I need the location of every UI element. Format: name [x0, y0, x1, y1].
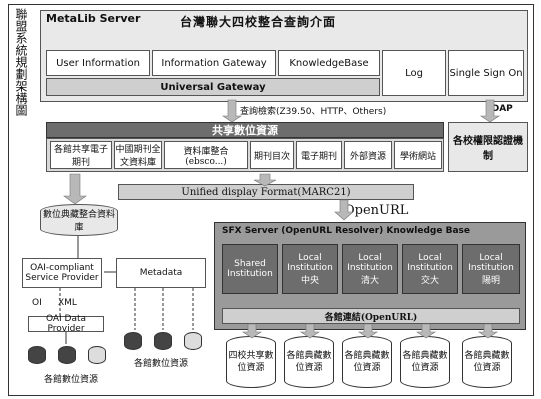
- arrow-openurl: [334, 199, 354, 221]
- arrow-to-cylinder: [63, 173, 87, 205]
- sfx-local-2: Local Institution 清大: [342, 244, 398, 294]
- sfx-title: SFX Server (OpenURL Resolver) Knowledge …: [222, 226, 470, 236]
- sfx-local-3: Local Institution 交大: [402, 244, 458, 294]
- sfx-local-1: Local Institution 中央: [282, 244, 338, 294]
- oai-service-provider: OAI-compliant Service Provider: [22, 258, 102, 288]
- mid-db-3: [184, 332, 202, 350]
- left-db-label: 各館數位資源: [44, 375, 99, 385]
- side-title: 聯盟系統規劃架構圖: [14, 8, 28, 116]
- resource-item-2: 中國期刊全文資料庫: [114, 141, 162, 169]
- openurl-label: OpenURL: [344, 203, 409, 218]
- diagram-frame: [8, 4, 534, 396]
- arrow-gateway-to-resources: [222, 99, 242, 123]
- arrow-label-oi: OI: [32, 298, 42, 308]
- module-single-sign-on: Single Sign On: [448, 50, 524, 96]
- sfx-linking-bar: 各館連結(OpenURL): [222, 308, 520, 324]
- auth-box: 各校權限認證機制: [448, 122, 528, 172]
- module-information-gateway: Information Gateway: [152, 50, 276, 76]
- arrow-ldap: [480, 99, 500, 123]
- resource-item-7: 學術網站: [394, 141, 442, 169]
- shared-resource-bar: 共享數位資源: [46, 122, 444, 138]
- module-log: Log: [382, 50, 446, 96]
- arrow-db-4: [416, 323, 436, 339]
- ldap-label: LDAP: [486, 104, 513, 114]
- mid-db-label: 各館數位資源: [134, 359, 189, 369]
- bottom-db-1: 四校共享數位資源: [226, 336, 276, 388]
- integration-cylinder: 數位典藏整合資料庫: [40, 204, 118, 236]
- module-user-information: User Information: [46, 50, 150, 76]
- resource-item-4: 期刊目次: [250, 141, 294, 169]
- arrow-to-unified: [253, 173, 277, 187]
- oai-data-provider: OAI Data Provider: [28, 314, 104, 334]
- sfx-local-4: Local Institution 陽明: [462, 244, 520, 294]
- arrow-db-2: [300, 323, 320, 339]
- protocol-line: 查詢檢索(Z39.50、HTTP、Others): [240, 107, 387, 117]
- metadata-box: Metadata: [116, 258, 206, 288]
- server-title: MetaLib Server: [46, 12, 141, 25]
- arrow-db-1: [242, 323, 262, 339]
- resource-item-3: 資料庫整合(ebsco...): [164, 141, 248, 169]
- resource-item-1: 各館共享電子期刊: [50, 141, 112, 169]
- center-title: 台灣聯大四校整合查詢介面: [180, 15, 337, 29]
- left-db-1: [28, 346, 46, 364]
- resource-item-6: 外部資源: [344, 141, 392, 169]
- arrow-db-3: [358, 323, 378, 339]
- module-knowledge-base: KnowledgeBase: [278, 50, 380, 76]
- mid-db-2: [154, 332, 172, 350]
- mid-db-1: [124, 332, 142, 350]
- resource-item-5: 電子期刊: [296, 141, 342, 169]
- left-db-2: [58, 346, 76, 364]
- universal-gateway: Universal Gateway: [46, 78, 380, 96]
- arrow-label-xml: XML: [58, 298, 77, 308]
- bottom-db-3: 各館典藏數位資源: [342, 336, 392, 388]
- sfx-shared-institution: Shared Institution: [222, 244, 278, 294]
- arrow-db-5: [478, 323, 498, 339]
- left-db-3: [88, 346, 106, 364]
- bottom-db-4: 各館典藏數位資源: [400, 336, 450, 388]
